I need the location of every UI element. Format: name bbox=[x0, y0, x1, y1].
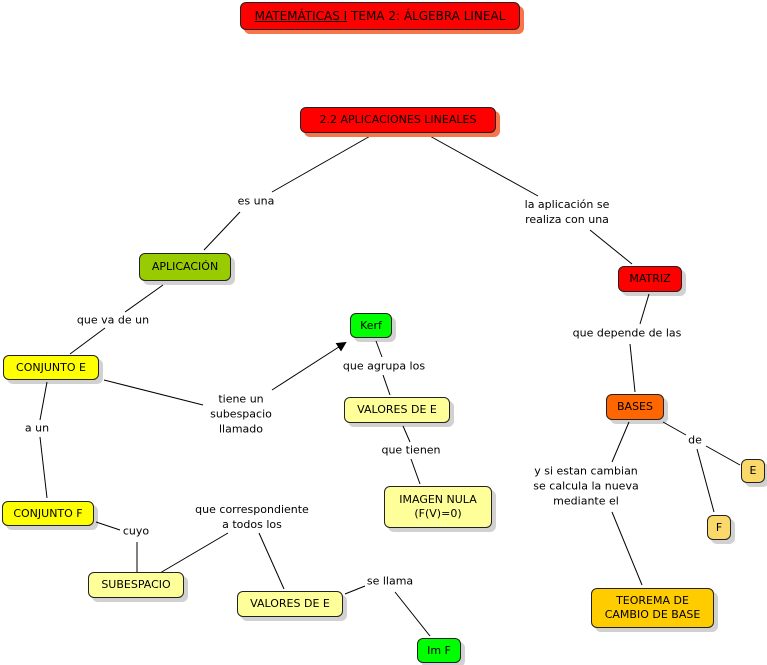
link-label-agrupa[interactable]: que agrupa los bbox=[342, 358, 426, 374]
link-line bbox=[39, 381, 48, 421]
title-node[interactable]: MATEMÁTICAS I TEMA 2: ÁLGEBRA LINEAL bbox=[240, 2, 520, 30]
link-label-cuyo[interactable]: cuyo bbox=[122, 523, 150, 539]
concept-valores-e-1[interactable]: VALORES DE E bbox=[344, 397, 450, 423]
cambian-line3: mediante el bbox=[553, 494, 619, 508]
link-line bbox=[611, 511, 643, 586]
subespacio-line1: tiene un bbox=[218, 392, 264, 406]
link-line bbox=[344, 585, 366, 595]
link-line bbox=[95, 521, 121, 531]
link-label-va-de[interactable]: que va de un bbox=[76, 312, 150, 328]
imagen-nula-line1: IMAGEN NULA bbox=[399, 493, 477, 506]
concept-valores-e-2[interactable]: VALORES DE E bbox=[237, 591, 343, 617]
subespacio-line2: subespacio bbox=[210, 407, 272, 421]
cambian-line1: y si estan cambian bbox=[534, 464, 638, 478]
title-underlined[interactable]: MATEMÁTICAS I bbox=[254, 9, 348, 23]
link-line bbox=[258, 532, 285, 590]
subespacio-line3: llamado bbox=[218, 422, 264, 436]
concept-bases[interactable]: BASES bbox=[606, 394, 664, 420]
link-line bbox=[589, 229, 633, 265]
link-line bbox=[382, 374, 391, 396]
link-line bbox=[427, 134, 539, 197]
concept-subespacio[interactable]: SUBESPACIO bbox=[88, 572, 184, 598]
link-label-tienen[interactable]: que tienen bbox=[381, 442, 441, 458]
link-line bbox=[629, 343, 636, 393]
link-label-de[interactable]: de bbox=[688, 432, 702, 448]
link-line bbox=[271, 134, 373, 193]
link-label-es-una[interactable]: es una bbox=[237, 193, 275, 209]
teorema-line1: TEOREMA DE bbox=[616, 594, 689, 607]
concept-e[interactable]: E bbox=[741, 459, 765, 483]
cambian-line2: se calcula la nueva bbox=[533, 479, 639, 493]
link-line bbox=[124, 284, 164, 313]
concept-im-f[interactable]: Im F bbox=[417, 638, 461, 663]
concept-matriz[interactable]: MATRIZ bbox=[618, 266, 682, 292]
title-rest: TEMA 2: ÁLGEBRA LINEAL bbox=[347, 9, 506, 23]
link-line bbox=[705, 445, 741, 466]
link-label-a-un[interactable]: a un bbox=[24, 420, 50, 436]
concept-root[interactable]: 2.2 APLICACIONES LINEALES bbox=[300, 107, 496, 133]
concept-imagen-nula[interactable]: IMAGEN NULA(F(V)=0) bbox=[384, 486, 492, 528]
link-arrow bbox=[271, 341, 347, 391]
link-line bbox=[696, 448, 715, 513]
link-line bbox=[39, 436, 48, 499]
realiza-line1: la aplicación se bbox=[524, 198, 610, 211]
link-line bbox=[611, 421, 630, 463]
link-line bbox=[69, 327, 106, 355]
link-line bbox=[159, 532, 229, 574]
link-line bbox=[639, 293, 650, 325]
imagen-nula-line2: (F(V)=0) bbox=[414, 507, 462, 520]
corresp-line2: a todos los bbox=[222, 518, 282, 531]
teorema-line2: CAMBIO DE BASE bbox=[604, 608, 701, 621]
link-label-se-llama[interactable]: se llama bbox=[366, 573, 414, 589]
link-line bbox=[394, 591, 431, 637]
link-line bbox=[203, 211, 241, 251]
link-line bbox=[662, 421, 687, 436]
concept-f[interactable]: F bbox=[707, 515, 731, 540]
link-line bbox=[410, 458, 421, 485]
link-label-realiza[interactable]: la aplicación se realiza con una bbox=[524, 197, 610, 227]
link-label-corresp[interactable]: que correspondiente a todos los bbox=[195, 502, 309, 532]
link-line bbox=[402, 425, 411, 443]
concept-kerf[interactable]: Kerf bbox=[350, 313, 392, 338]
concept-aplicacion[interactable]: APLICACIÓN bbox=[139, 253, 231, 281]
realiza-line2: realiza con una bbox=[525, 213, 609, 226]
link-label-depende[interactable]: que depende de las bbox=[572, 325, 682, 341]
link-line bbox=[375, 340, 383, 358]
link-line bbox=[103, 379, 204, 406]
concept-conjunto-f[interactable]: CONJUNTO F bbox=[2, 501, 94, 526]
concept-conjunto-e[interactable]: CONJUNTO E bbox=[3, 355, 99, 380]
corresp-line1: que correspondiente bbox=[195, 503, 309, 516]
